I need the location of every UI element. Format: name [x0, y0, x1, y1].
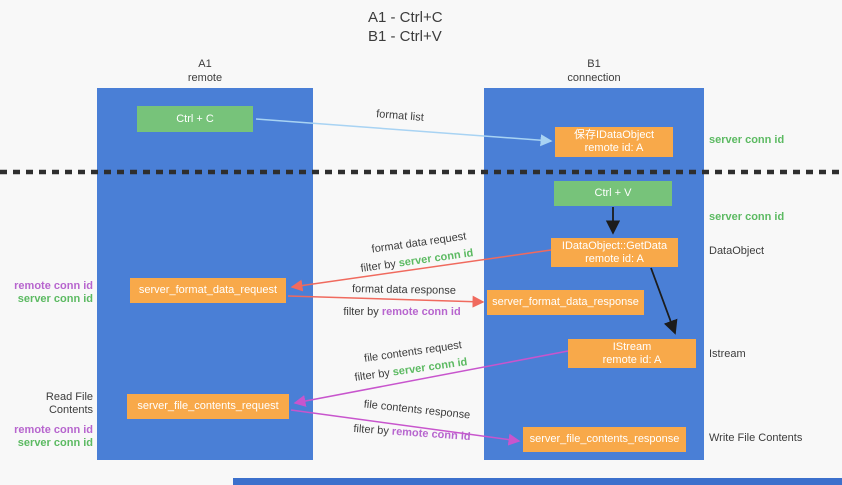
write-file-contents-label: Write File Contents [709, 432, 803, 444]
node-server-format-data-response: server_format_data_response [487, 290, 644, 315]
format-data-response-label: format data response [351, 283, 457, 297]
server-conn-id-label: server conn id [17, 293, 93, 305]
format-data-response-arrow [287, 295, 485, 308]
server-conn-id-key: server conn id [397, 247, 475, 270]
server-conn-id-label: server conn id [709, 211, 785, 223]
background-window-strip [233, 478, 842, 485]
column-b1-subtitle: connection [567, 72, 621, 84]
left-file-conn-labels: Read File Contents remote conn id server… [0, 391, 93, 450]
node-istream-line2: remote id: A [602, 353, 662, 366]
node-ctrl-c: Ctrl + C [137, 106, 253, 132]
remote-conn-id-key: remote conn id [381, 306, 461, 318]
column-a1-subtitle: remote [187, 72, 223, 84]
node-server-file-contents-response: server_file_contents_response [523, 427, 686, 452]
column-b1-title: B1 [587, 58, 601, 70]
column-a1-title: A1 [198, 58, 212, 70]
node-server-file-contents-response-label: server_file_contents_response [529, 433, 680, 445]
node-idataobject-getdata-line1: IDataObject::GetData [561, 239, 668, 252]
title-line-2: B1 - Ctrl+V [368, 28, 442, 45]
format-list-label: format list [375, 108, 425, 124]
node-ctrl-c-label: Ctrl + C [176, 112, 214, 125]
node-idataobject-getdata: IDataObject::GetData remote id: A [551, 238, 678, 267]
read-file-contents-label: Read File Contents [45, 391, 93, 416]
node-server-format-data-response-label: server_format_data_response [492, 296, 639, 308]
istream-label: Istream [709, 348, 746, 360]
column-header-b1: B1 connection [484, 57, 704, 85]
node-istream-line1: IStream [612, 340, 652, 353]
file-contents-response-label: file contents response [363, 398, 471, 422]
file-contents-response-filter-label: filter by remote conn id [353, 423, 471, 443]
node-ctrl-v-label: Ctrl + V [594, 187, 632, 199]
node-server-file-contents-request-label: server_file_contents_request [137, 400, 279, 412]
format-data-response-filter-label: filter by remote conn id [343, 306, 460, 318]
diagram-title: A1 - Ctrl+C B1 - Ctrl+V [368, 8, 443, 46]
node-ctrl-v: Ctrl + V [554, 181, 672, 206]
filter-by-text: filter by [353, 366, 394, 384]
filter-by-text: filter by [353, 422, 393, 438]
node-idataobject-getdata-line2: remote id: A [585, 252, 644, 265]
title-line-1: A1 - Ctrl+C [368, 9, 443, 26]
left-format-conn-labels: remote conn id server conn id [0, 280, 93, 306]
node-istream: IStream remote id: A [568, 339, 696, 368]
node-save-idataobject-line1: 保存IDataObject [573, 129, 655, 141]
node-save-idataobject: 保存IDataObject remote id: A [555, 127, 673, 157]
remote-conn-id-key: remote conn id [391, 425, 471, 444]
server-conn-id-label: server conn id [709, 134, 785, 146]
node-save-idataobject-line2: remote id: A [584, 142, 644, 154]
remote-conn-id-label: remote conn id [14, 424, 93, 436]
node-server-format-data-request: server_format_data_request [130, 278, 286, 303]
filter-by-text: filter by [359, 257, 400, 275]
server-conn-id-label: server conn id [17, 437, 93, 449]
node-server-format-data-request-label: server_format_data_request [138, 284, 278, 296]
server-conn-id-key: server conn id [391, 356, 469, 379]
remote-conn-id-label: remote conn id [14, 280, 93, 292]
node-server-file-contents-request: server_file_contents_request [127, 394, 289, 419]
column-header-a1: A1 remote [97, 57, 313, 85]
filter-by-text: filter by [343, 306, 382, 318]
dataobject-label: DataObject [709, 245, 765, 257]
